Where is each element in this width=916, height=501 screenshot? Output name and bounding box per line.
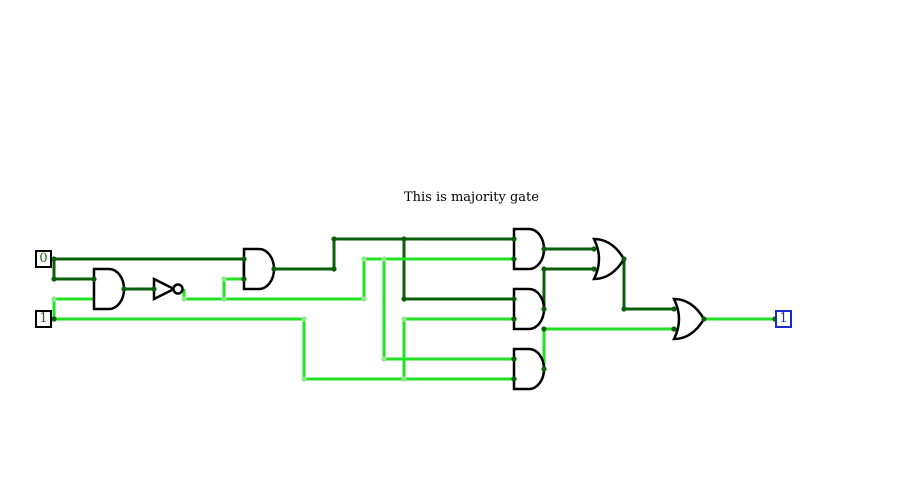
input-b-toggle[interactable]: 1 <box>35 310 52 328</box>
and-gate <box>92 267 126 311</box>
and-gate <box>512 227 546 271</box>
junctions <box>51 236 778 382</box>
or-gate <box>671 297 706 341</box>
input-a-toggle[interactable]: 0 <box>35 250 52 268</box>
and-gate <box>512 347 546 391</box>
and-gate <box>512 287 546 331</box>
or-gate <box>591 237 626 281</box>
and-gate <box>242 247 276 291</box>
output-probe: 1 <box>775 310 792 328</box>
not-gate <box>152 276 184 302</box>
diagram-caption: This is majority gate <box>404 190 539 205</box>
wires-high <box>52 257 775 381</box>
